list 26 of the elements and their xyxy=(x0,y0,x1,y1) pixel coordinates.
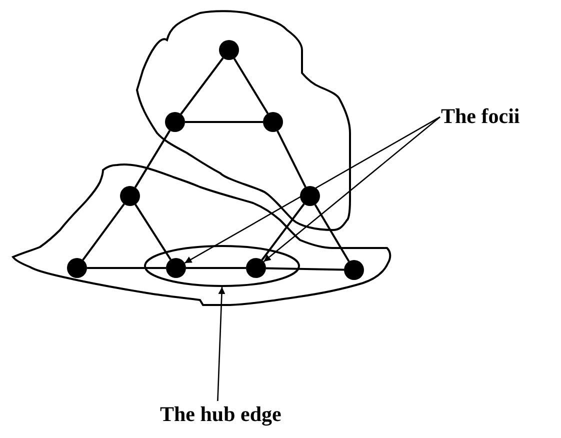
leader-arrow xyxy=(217,286,226,402)
vertex-dot xyxy=(344,260,364,280)
graph-edge xyxy=(314,204,350,262)
leader-arrow xyxy=(263,116,440,262)
vertex-dot xyxy=(219,40,239,60)
graph-edge xyxy=(266,267,344,271)
graph-edge xyxy=(186,267,246,269)
vertex-dot xyxy=(166,258,186,278)
vertex-dot xyxy=(300,186,320,206)
annotation-label: The focii xyxy=(441,104,520,128)
graph-edge xyxy=(82,203,125,261)
graph-edge xyxy=(185,121,263,123)
graph-edge xyxy=(180,57,224,115)
leader-arrow xyxy=(184,116,440,264)
annotation-label: The hub edge xyxy=(160,402,282,426)
graph-edge xyxy=(134,204,172,260)
vertex-dot xyxy=(263,112,283,132)
vertex-dot xyxy=(67,258,87,278)
vertex-dot xyxy=(120,186,140,206)
graph-edge xyxy=(134,130,171,188)
vertex-dot xyxy=(165,112,185,132)
graph-edge xyxy=(261,203,305,261)
graph-edge xyxy=(233,58,269,114)
graph-edge xyxy=(87,267,166,269)
vertex-dot xyxy=(246,258,266,278)
graph-edge xyxy=(276,130,306,188)
